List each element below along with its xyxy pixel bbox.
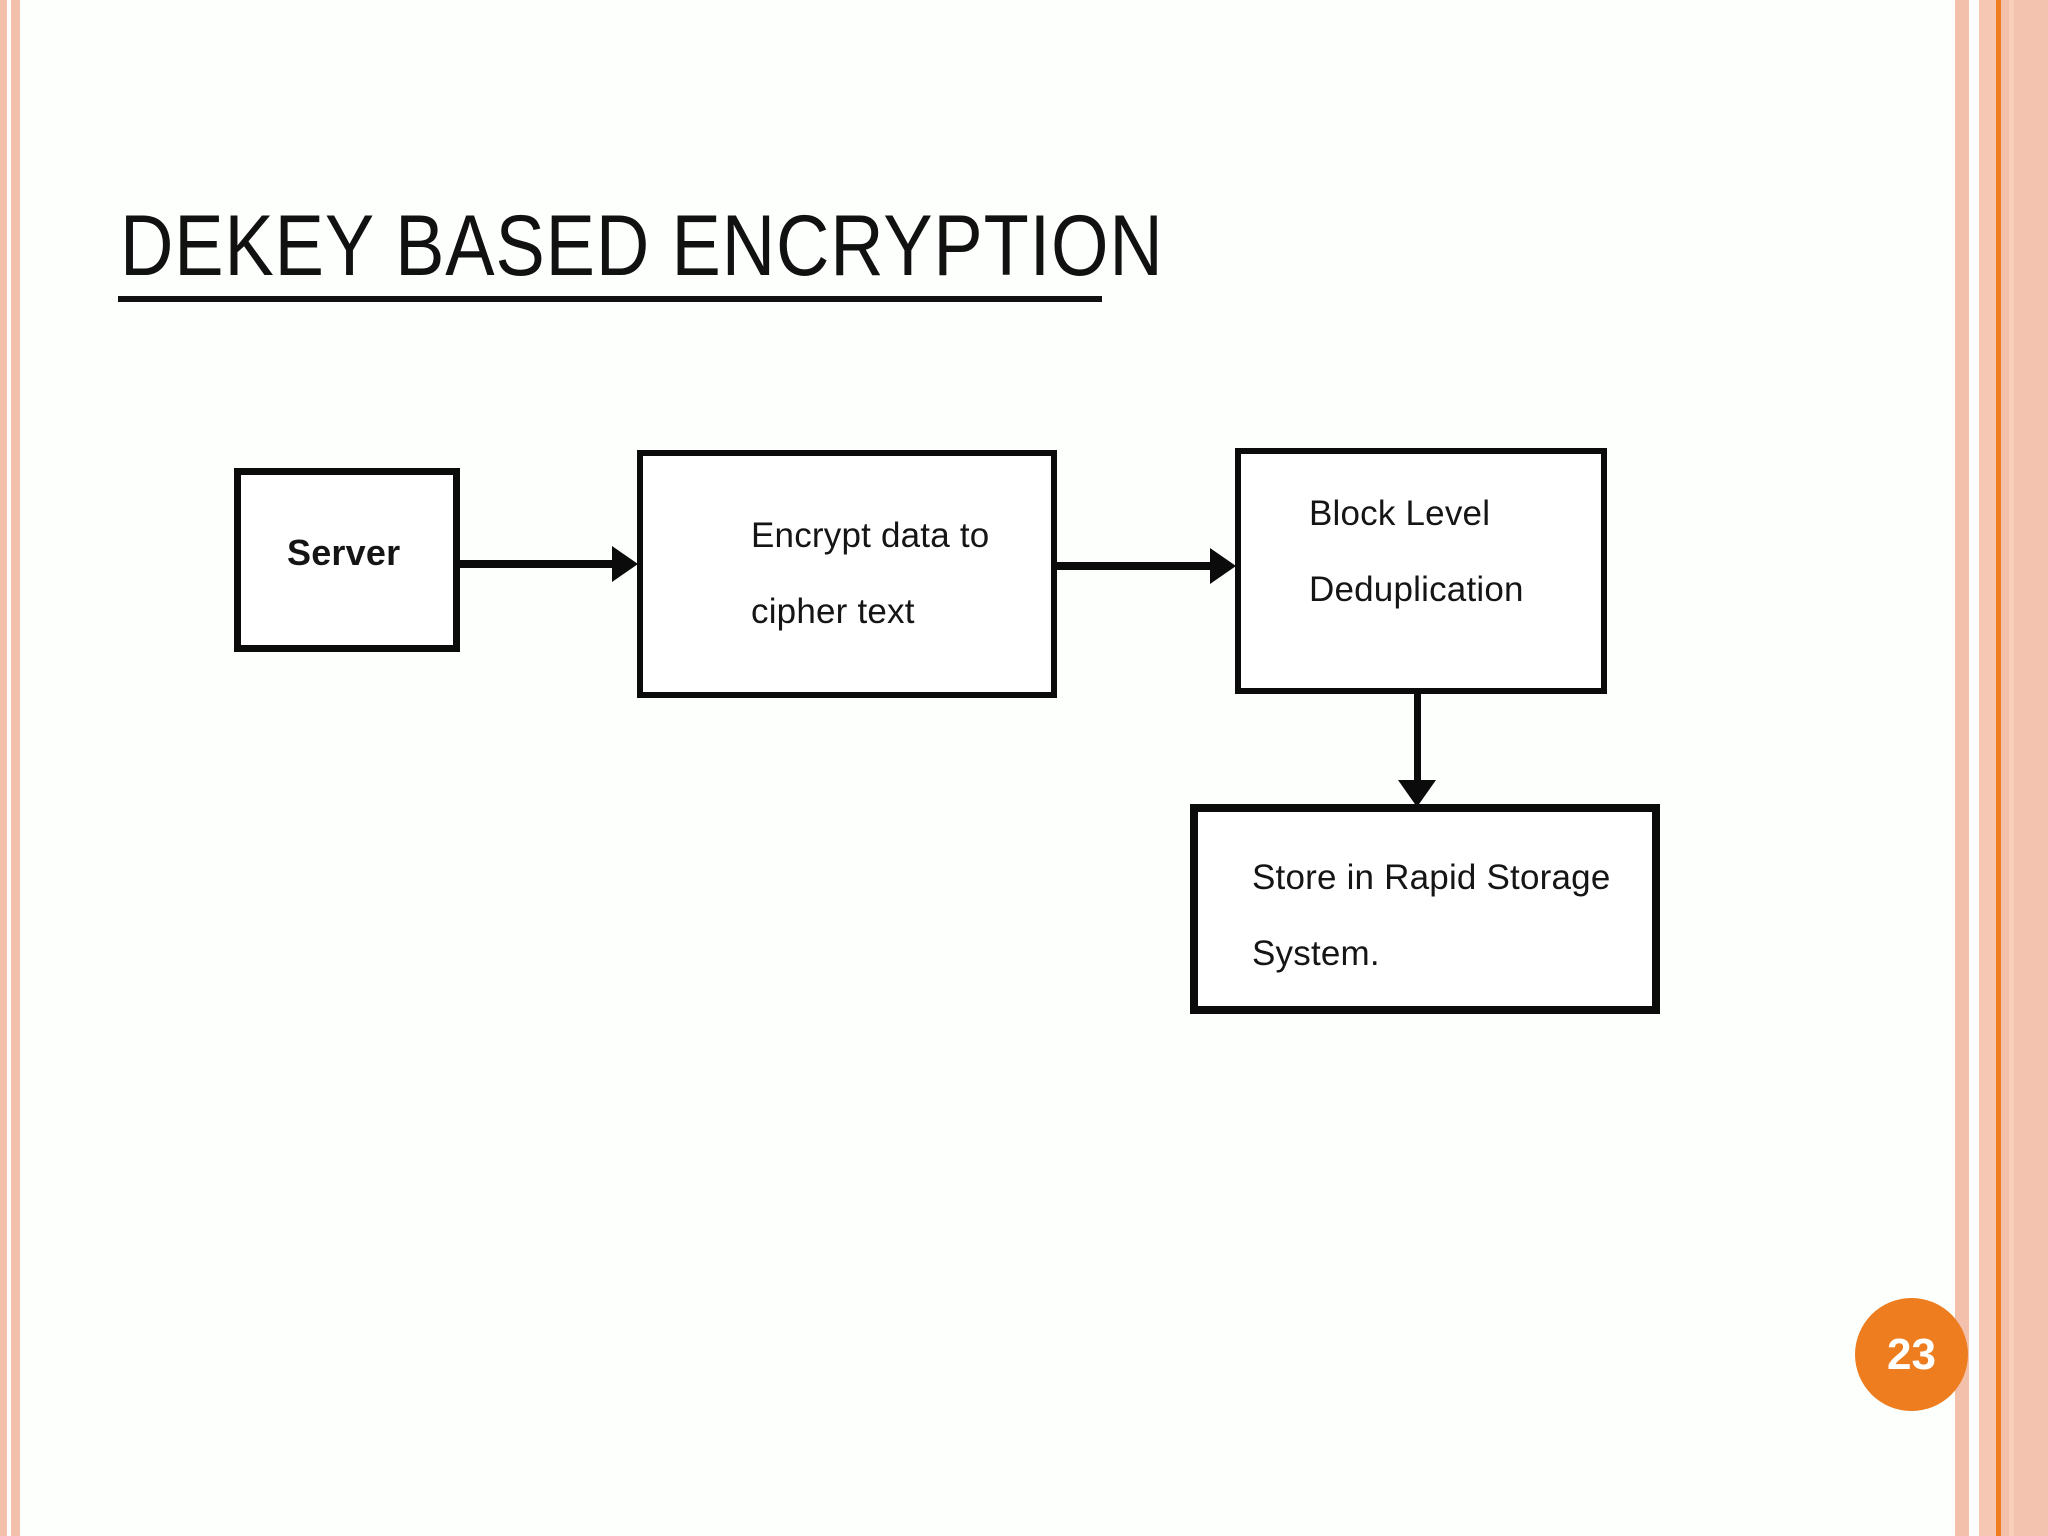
- flow-node-deduplication-label: Block Level Deduplication: [1309, 494, 1524, 609]
- flow-node-deduplication: Block Level Deduplication: [1235, 448, 1607, 694]
- left-stripe-inner: [11, 0, 20, 1536]
- flow-node-encrypt-label: Encrypt data to cipher text: [751, 516, 990, 631]
- connector-encrypt-to-deduplication: [1054, 562, 1212, 570]
- right-stripe-inner-b: [2009, 0, 2014, 1536]
- right-stripe-band: [1979, 0, 1996, 1536]
- flow-node-encrypt: Encrypt data to cipher text: [637, 450, 1057, 698]
- page-title: DEKEY BASED ENCRYPTION: [120, 198, 1164, 294]
- flow-node-store: Store in Rapid Storage System.: [1190, 804, 1660, 1014]
- flow-node-store-label: Store in Rapid Storage System.: [1252, 858, 1611, 973]
- title-underline: [118, 296, 1102, 302]
- left-stripe-outer: [0, 0, 7, 1536]
- arrowhead-down-icon-store: [1398, 780, 1436, 807]
- connector-server-to-encrypt: [455, 560, 615, 568]
- right-stripe-inner-a: [2001, 0, 2009, 1536]
- flow-node-server: Server: [234, 468, 460, 652]
- right-stripe-inner-c: [2014, 0, 2048, 1536]
- right-stripe-accent-line: [1996, 0, 2001, 1536]
- page-number-badge: 23: [1855, 1298, 1968, 1411]
- right-stripe-gap: [1969, 0, 1979, 1536]
- connector-deduplication-to-store: [1414, 692, 1421, 784]
- right-stripe-outer: [1955, 0, 1969, 1536]
- left-stripe-gap: [7, 0, 11, 1536]
- arrowhead-right-icon-deduplication: [1210, 548, 1236, 584]
- flow-node-server-label: Server: [287, 532, 401, 573]
- arrowhead-right-icon-encrypt: [612, 546, 638, 582]
